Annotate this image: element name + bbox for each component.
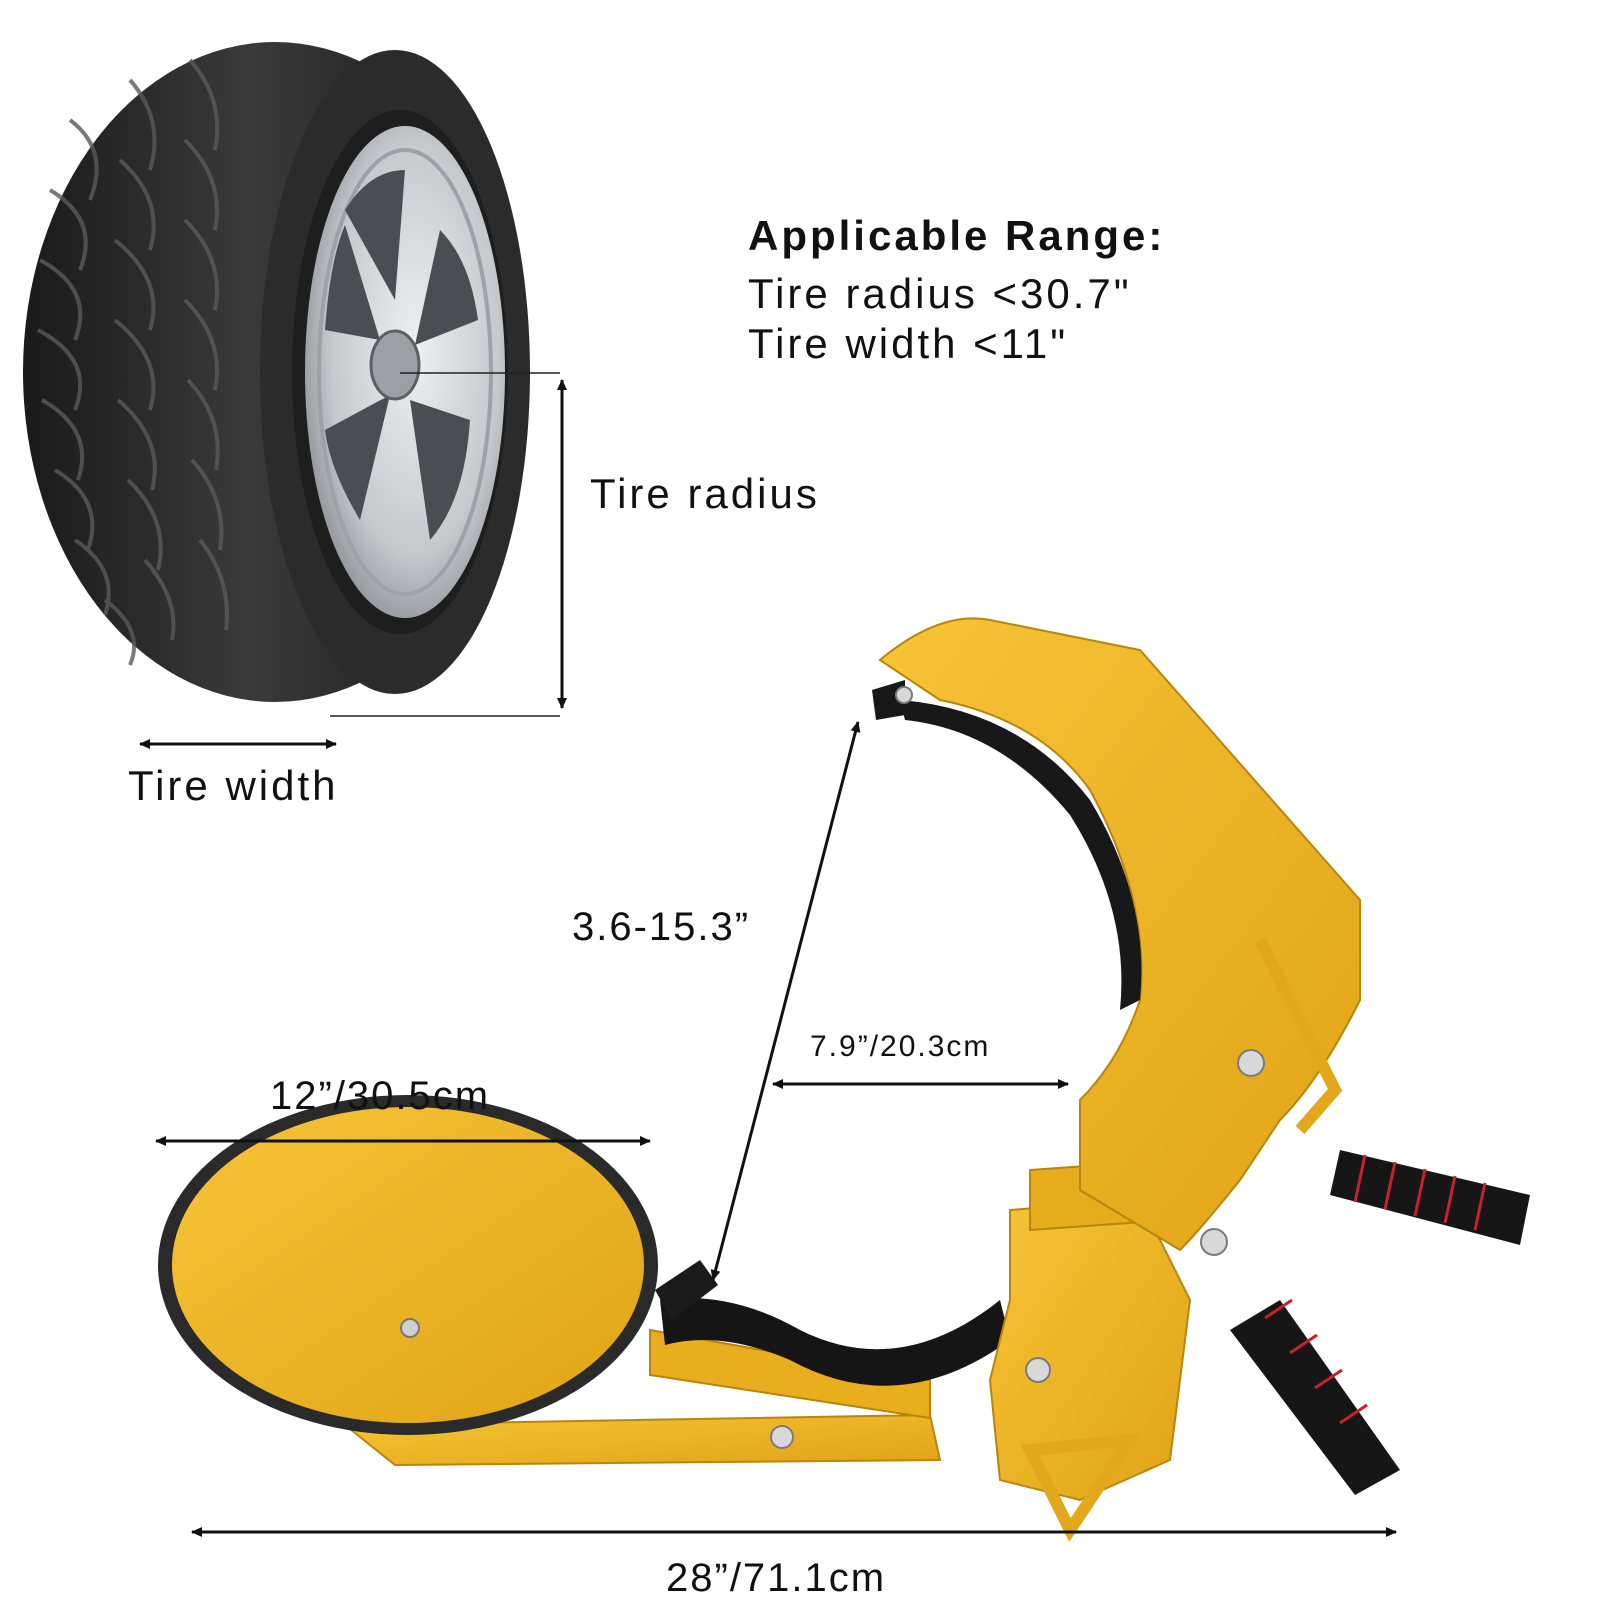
disc-bolt: [400, 1318, 420, 1338]
disc-diameter-label: 12”/30.5cm: [270, 1074, 491, 1118]
clamp-base-bar: [342, 1413, 942, 1467]
spec-title: Applicable Range:: [748, 212, 1166, 259]
upper-jaw-rubber: [900, 700, 1142, 1010]
tire-width-label: Tire width: [128, 762, 339, 809]
clamp-upper-arm: [878, 617, 1361, 1252]
clamp-stand: [1020, 1432, 1143, 1542]
clamp-opening-label: 3.6-15.3”: [572, 905, 751, 949]
lower-jaw-rubber: [660, 1298, 1010, 1386]
wheel-clamp: [158, 617, 1530, 1542]
spec-tire-radius: Tire radius <30.7": [748, 270, 1132, 317]
spec-tire-width: Tire width <11": [748, 320, 1069, 367]
tread-pattern: [37, 58, 229, 666]
tire-radius-dimension: [330, 372, 567, 717]
rim-spoke-gaps: [325, 170, 478, 540]
clamp-bolts: [770, 686, 1265, 1449]
clamp-opening-arrow: [710, 721, 861, 1281]
clamp-body: [988, 1198, 1192, 1502]
clamp-handle-grips: [1230, 1150, 1530, 1495]
hub-cap: [369, 329, 421, 401]
tire-radius-label: Tire radius: [590, 470, 820, 517]
total-length-label: 28”/71.1cm: [666, 1556, 887, 1600]
jaw-width-label: 7.9”/20.3cm: [810, 1030, 991, 1063]
clamp-disc-plate: [172, 1107, 644, 1423]
tire: [23, 42, 530, 702]
